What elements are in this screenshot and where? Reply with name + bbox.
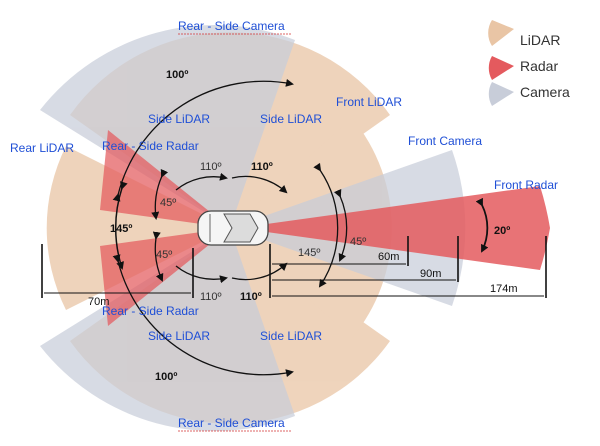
front-lidar-distance-label: 90m [420, 268, 441, 280]
camera-legend-label: Camera [520, 84, 570, 100]
side-lidar-angle-label-tr: 110º [251, 161, 273, 173]
camera-angle-label-top: 100º [166, 69, 188, 81]
angle-arcs [112, 78, 489, 378]
rear-side-camera-label-bottom: Rear - Side Camera [178, 416, 285, 430]
side-lidar-angle-label-br: 110º [240, 291, 262, 303]
side-lidar-label-tr: Side LiDAR [260, 112, 322, 126]
front-camera-distance-label: 60m [378, 251, 399, 263]
side-lidar-angle-label-tl: 110º [200, 161, 222, 173]
rear-side-radar-label-bottom: Rear - Side Radar [102, 304, 199, 318]
radar-legend-swatch [488, 56, 514, 80]
rear-angle-label: 145º [110, 223, 132, 235]
camera-legend-swatch [488, 82, 514, 106]
front-radar-label: Front Radar [494, 178, 558, 192]
radar-legend-label: Radar [520, 58, 558, 74]
front-camera-angle-label: 45º [350, 236, 366, 248]
side-lidar-label-tl: Side LiDAR [148, 112, 210, 126]
radar-angle-label-top: 45º [160, 197, 176, 209]
rear-lidar-coverage [46, 146, 230, 310]
front-radar-angle-label: 20º [494, 225, 510, 237]
front-lidar-angle-label: 145º [298, 247, 320, 259]
side-lidar-angle-label-bl: 110º [200, 291, 222, 303]
rear-side-radar-label-top: Rear - Side Radar [102, 139, 199, 153]
camera-angle-label-bottom: 100º [155, 371, 177, 383]
radar-angle-label-bottom: 45º [156, 249, 172, 261]
front-radar-coverage [238, 186, 550, 270]
rear-lidar-label: Rear LiDAR [10, 141, 74, 155]
front-radar-distance-label: 174m [490, 283, 518, 295]
side-lidar-label-bl: Side LiDAR [148, 329, 210, 343]
front-lidar-label: Front LiDAR [336, 95, 402, 109]
lidar-legend-swatch [488, 20, 514, 46]
car-icon [197, 210, 269, 246]
legend: LiDAR Radar Camera [488, 20, 570, 106]
front-camera-label: Front Camera [408, 134, 482, 148]
rear-distance-label: 70m [88, 296, 109, 308]
lidar-legend-label: LiDAR [520, 32, 560, 48]
rear-side-camera-label-top: Rear - Side Camera [178, 19, 285, 33]
side-lidar-label-br: Side LiDAR [260, 329, 322, 343]
